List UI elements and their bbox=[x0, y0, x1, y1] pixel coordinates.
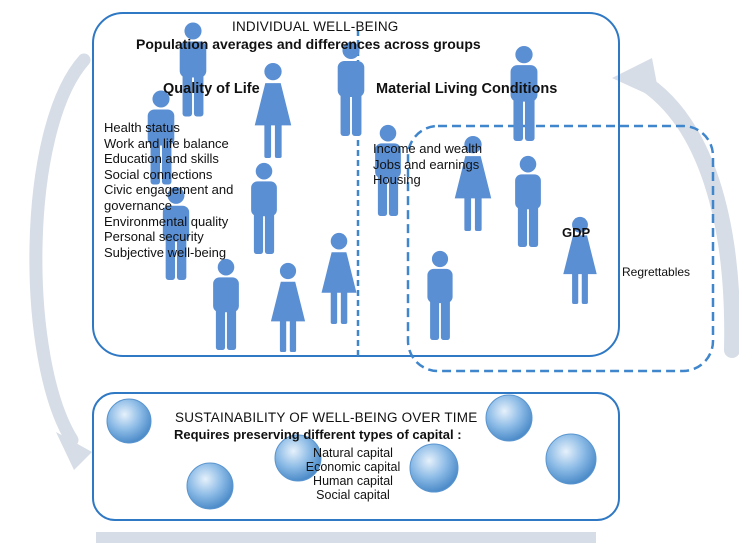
list-item: Social connections bbox=[104, 166, 213, 182]
left-cycle-arrow bbox=[29, 53, 92, 470]
globe-icon bbox=[545, 433, 597, 485]
sustainability-title: SUSTAINABILITY OF WELL-BEING OVER TIME bbox=[175, 410, 478, 425]
sustainability-subtitle: Requires preserving different types of c… bbox=[174, 427, 462, 442]
globe-icon bbox=[409, 443, 459, 493]
list-item: Education and skills bbox=[104, 151, 219, 167]
globe-icon bbox=[485, 394, 533, 442]
person-figure bbox=[321, 232, 357, 324]
regrettables-label: Regrettables bbox=[622, 265, 691, 279]
list-item: Civic engagement and bbox=[104, 182, 234, 198]
list-item: Income and wealth bbox=[373, 141, 483, 156]
quality-of-life-list: Health status Work and life balance Educ… bbox=[104, 120, 233, 260]
gdp-dashed-box bbox=[406, 124, 715, 373]
material-living-heading: Material Living Conditions bbox=[376, 81, 558, 97]
list-item: Jobs and earnings bbox=[373, 156, 480, 172]
list-item: Natural capital bbox=[313, 446, 393, 460]
person-figure bbox=[427, 250, 453, 340]
globe-icon bbox=[106, 398, 152, 444]
bottom-arrow-bar bbox=[96, 532, 596, 543]
list-item: Health status bbox=[104, 120, 180, 135]
person-figure bbox=[251, 162, 277, 254]
person-figure bbox=[337, 41, 365, 137]
list-item: Subjective well-being bbox=[104, 244, 227, 260]
person-figure bbox=[213, 258, 239, 350]
list-item: Environmental quality bbox=[104, 213, 229, 229]
list-item: Social capital bbox=[316, 488, 390, 502]
individual-well-being-subtitle: Population averages and differences acro… bbox=[136, 36, 481, 52]
individual-well-being-title: INDIVIDUAL WELL-BEING bbox=[232, 19, 399, 34]
person-figure bbox=[254, 62, 292, 158]
list-item: Housing bbox=[373, 172, 421, 188]
gdp-label: GDP bbox=[562, 225, 591, 240]
list-item: Work and life balance bbox=[104, 135, 229, 151]
list-item: Human capital bbox=[313, 474, 393, 488]
globe-icon bbox=[274, 434, 322, 482]
material-living-list: Income and wealth Jobs and earnings Hous… bbox=[373, 141, 482, 188]
individual-well-being-box bbox=[92, 12, 620, 357]
person-figure bbox=[270, 262, 306, 352]
sustainability-box bbox=[92, 392, 620, 521]
list-item: Economic capital bbox=[305, 460, 401, 474]
quality-of-life-heading: Quality of Life bbox=[163, 81, 260, 97]
capital-list: Natural capital Economic capital Human c… bbox=[258, 446, 448, 502]
list-item: governance bbox=[104, 197, 172, 213]
person-figure bbox=[515, 155, 541, 247]
globe-icon bbox=[186, 462, 234, 510]
right-cycle-arrow bbox=[612, 58, 739, 358]
list-item: Personal security bbox=[104, 229, 204, 245]
